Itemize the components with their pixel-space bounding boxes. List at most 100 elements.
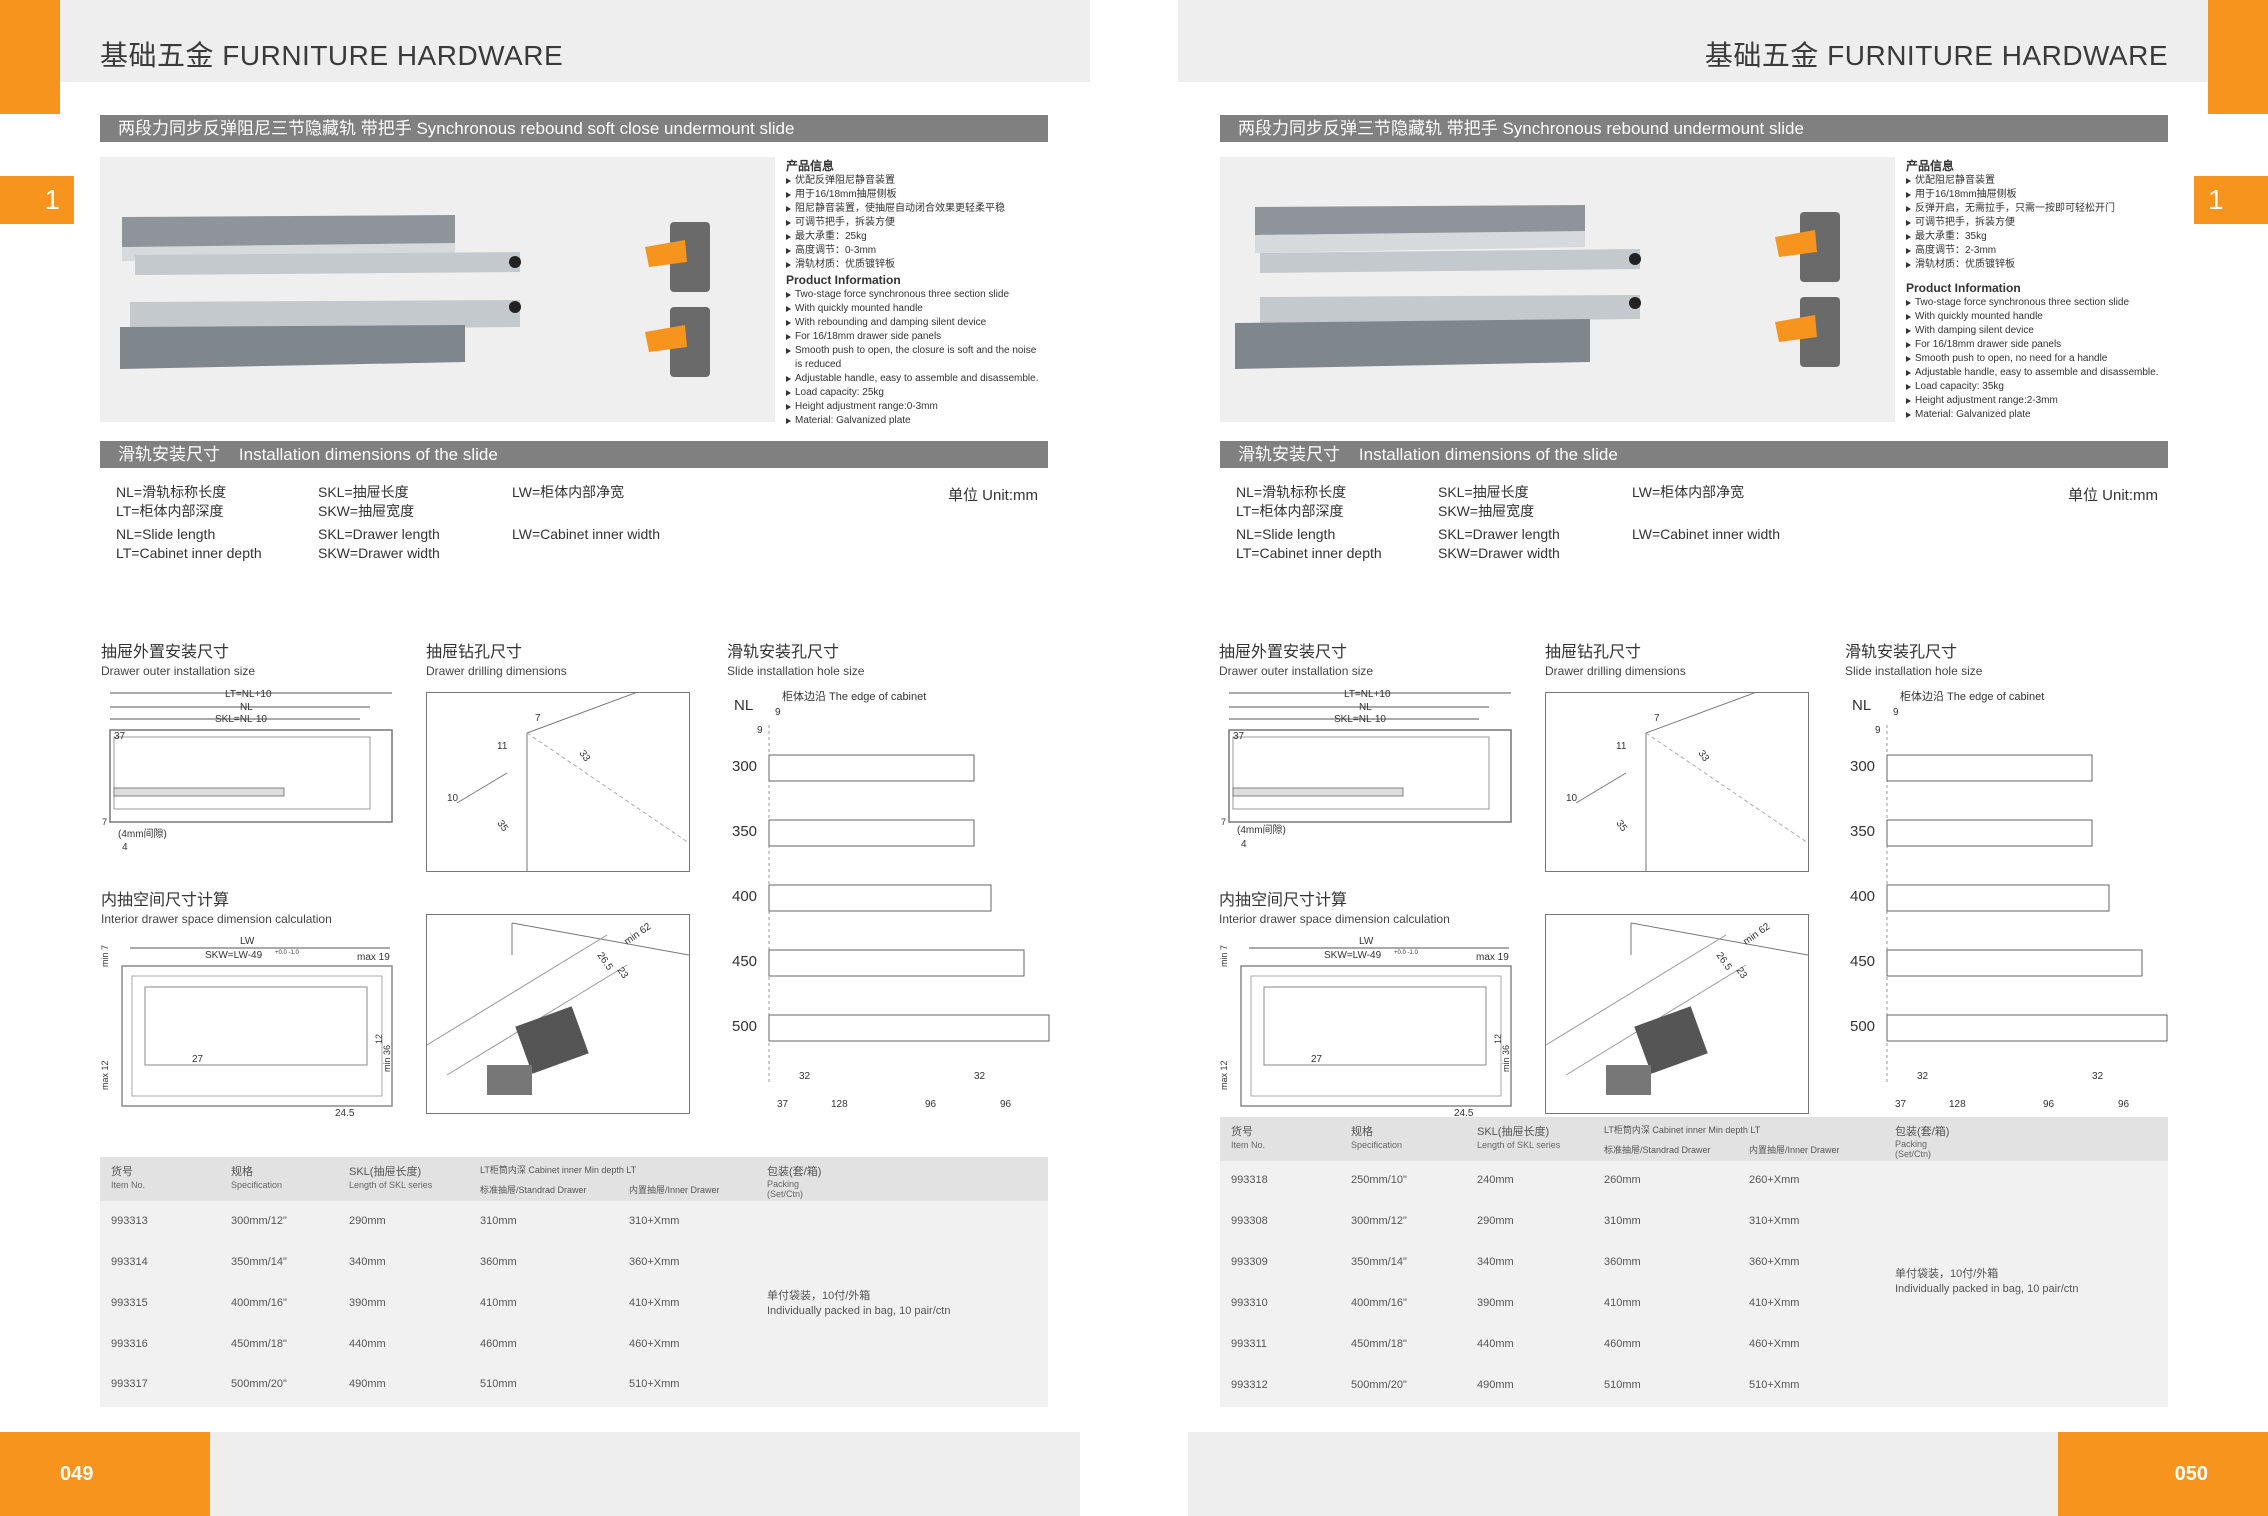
hdr-skl: SKL(抽屉长度)Length of SKL series <box>349 1163 432 1191</box>
left-drilling-drawing: 7 11 10 33 35 <box>426 672 690 872</box>
dim-32b: 32 <box>2092 1071 2104 1082</box>
hdr-spec-en: Specification <box>1351 1140 1403 1150</box>
info-item: is reduced <box>795 359 842 370</box>
dim-lw: LW <box>1359 936 1374 947</box>
info-title-en: Product Information <box>786 273 901 287</box>
info-item: Height adjustment range:2-3mm <box>1906 394 2168 408</box>
interior-title-cn: 内抽空间尺寸计算 <box>101 892 230 909</box>
info-title-cn: 产品信息 <box>1906 159 1955 173</box>
legend-skw-cn: SKW=抽屉宽度 <box>318 503 415 519</box>
dim-max12: max 12 <box>1219 1060 1229 1090</box>
right-unit-label: 单位 Unit:mm <box>2068 487 2159 504</box>
info-item: Adjustable handle, easy to assemble and … <box>1906 366 2168 380</box>
legend-skw-cn: SKW=抽屉宽度 <box>1438 503 1535 519</box>
legend-skl-cn: SKL=抽屉长度 <box>318 484 409 500</box>
right-product-info: 产品信息 优配阻尼静音装置 用于16/18mm抽屉侧板 反弹开启，无需拉手，只需… <box>1906 158 2168 422</box>
right-drilling-drawing: 7 11 10 33 35 <box>1545 672 1809 872</box>
dim-4: 4 <box>122 842 128 853</box>
dim-11: 11 <box>497 741 508 752</box>
dim-7: 7 <box>1654 713 1660 724</box>
hdr-spec-cn: 规格 <box>1351 1126 1373 1138</box>
legend-lw-en: LW=Cabinet inner width <box>1632 526 1780 542</box>
dim-9b: 9 <box>757 725 763 736</box>
legend-skw-en: SKW=Drawer width <box>1438 545 1560 561</box>
left-interior-title: 内抽空间尺寸计算 Interior drawer space dimension… <box>101 892 332 928</box>
dim-32a: 32 <box>1917 1071 1929 1082</box>
info-item: 用于16/18mm抽屉侧板 <box>1906 188 2168 202</box>
cell-inner: 460+Xmm <box>1749 1338 1800 1350</box>
cell-spec: 450mm/18" <box>231 1338 287 1350</box>
slide-rail-illustration <box>120 215 710 377</box>
cell-skl: 290mm <box>349 1215 386 1227</box>
left-outer-installation-drawing: LT=NL+10 NL SKL=NL-10 37 7 (4mm间隙) 4 <box>102 689 393 853</box>
right-interior-drawing: LW SKW=LW-49 +0.0 -1.0 max 19 min 7 max … <box>1219 936 1512 1119</box>
hole-row-500: 500 <box>1850 1014 2168 1042</box>
hole-title-cn: 滑轨安装孔尺寸 <box>727 644 840 661</box>
right-hole-size-drawing: NL 柜体边沿 The edge of cabinet 9 9 300 350 … <box>1850 689 2168 1110</box>
edge-label: 柜体边沿 The edge of cabinet <box>782 689 926 703</box>
cell-inner: 360+Xmm <box>629 1256 680 1268</box>
cell-item: 993316 <box>111 1338 148 1350</box>
dim-32a: 32 <box>799 1071 811 1082</box>
dim-lt: LT=NL+10 <box>225 689 272 700</box>
cell-spec: 250mm/10" <box>1351 1174 1407 1186</box>
cell-skl: 490mm <box>1477 1379 1514 1391</box>
hdr-std: 标准抽屉/Standrad Drawer <box>480 1185 587 1195</box>
right-hole-title: 滑轨安装孔尺寸 Slide installation hole size <box>1845 644 1982 680</box>
dim-96b: 96 <box>1000 1099 1012 1110</box>
left-legend-col3: LW=柜体内部净宽 LW=Cabinet inner width <box>512 483 660 544</box>
cell-spec: 300mm/12" <box>1351 1215 1407 1227</box>
legend-lw-cn: LW=柜体内部净宽 <box>1632 484 1745 500</box>
cell-skl: 290mm <box>1477 1215 1514 1227</box>
dim-7: 7 <box>102 817 107 827</box>
hole-row-400: 400 <box>1850 884 2110 912</box>
edge-label: 柜体边沿 The edge of cabinet <box>1900 689 2044 703</box>
dim-27: 27 <box>192 1054 204 1065</box>
info-item: Smooth push to open, the closure is soft… <box>786 344 1048 358</box>
left-product-title-bar: 两段力同步反弹阻尼三节隐藏轨 带把手 Synchronous rebound s… <box>100 115 1048 142</box>
info-item: 最大承重：35kg <box>1906 230 2168 244</box>
hdr-item-en: Item No. <box>1231 1140 1266 1150</box>
info-item: Height adjustment range:0-3mm <box>786 400 1048 414</box>
left-header-title: 基础五金 FURNITURE HARDWARE <box>100 40 564 71</box>
dim-27: 27 <box>1311 1054 1323 1065</box>
info-item: 优配阻尼静音装置 <box>1906 174 2168 188</box>
info-item: 可调节把手，拆装方便 <box>1906 216 2168 230</box>
gap-label: (4mm间隙) <box>1237 823 1286 836</box>
cell-item: 993309 <box>1231 1256 1268 1268</box>
hdr-lt: LT柜筒内深 Cabinet inner Min depth LT <box>1604 1125 1761 1135</box>
dim-96a: 96 <box>925 1099 937 1110</box>
dim-26-5: 26.5 <box>595 950 615 973</box>
cell-item: 993317 <box>111 1378 148 1390</box>
left-footer-band <box>210 1432 1080 1516</box>
info-item: With quickly mounted handle <box>786 302 1048 316</box>
left-header-band <box>60 0 1090 82</box>
hole-row-400: 400 <box>732 884 992 912</box>
right-legend-col1: NL=滑轨标称长度 LT=柜体内部深度 NL=Slide length LT=C… <box>1236 483 1382 563</box>
dim-9a: 9 <box>1893 707 1899 718</box>
hole-size-label: 300 <box>732 758 757 775</box>
dim-26-5: 26.5 <box>1714 950 1734 973</box>
info-item: Load capacity: 25kg <box>786 386 1048 400</box>
info-item: 高度调节：0-3mm <box>786 244 1048 258</box>
cell-std: 460mm <box>480 1338 517 1350</box>
info-item: 滑轨材质：优质镀锌板 <box>1906 258 2168 272</box>
info-item: For 16/18mm drawer side panels <box>786 330 1048 344</box>
cell-skl: 340mm <box>1477 1256 1514 1268</box>
dim-12: 12 <box>1493 1034 1503 1044</box>
dim-skw: SKW=LW-49 <box>205 950 263 961</box>
right-product-title-bar: 两段力同步反弹三节隐藏轨 带把手 Synchronous rebound und… <box>1220 115 2168 142</box>
cell-skl: 440mm <box>1477 1338 1514 1350</box>
hdr-lt: LT柜筒内深 Cabinet inner Min depth LT <box>480 1165 637 1175</box>
dim-32b: 32 <box>974 1071 986 1082</box>
right-product-photo <box>1220 157 1895 422</box>
cell-spec: 350mm/14" <box>1351 1256 1407 1268</box>
legend-lw-en: LW=Cabinet inner width <box>512 526 660 542</box>
dim-37: 37 <box>1233 731 1245 742</box>
hdr-pack: 包装(套/箱)Packing (Set/Ctn) <box>1895 1123 1955 1160</box>
hole-size-label: 500 <box>732 1018 757 1035</box>
dim-128: 128 <box>831 1099 848 1110</box>
